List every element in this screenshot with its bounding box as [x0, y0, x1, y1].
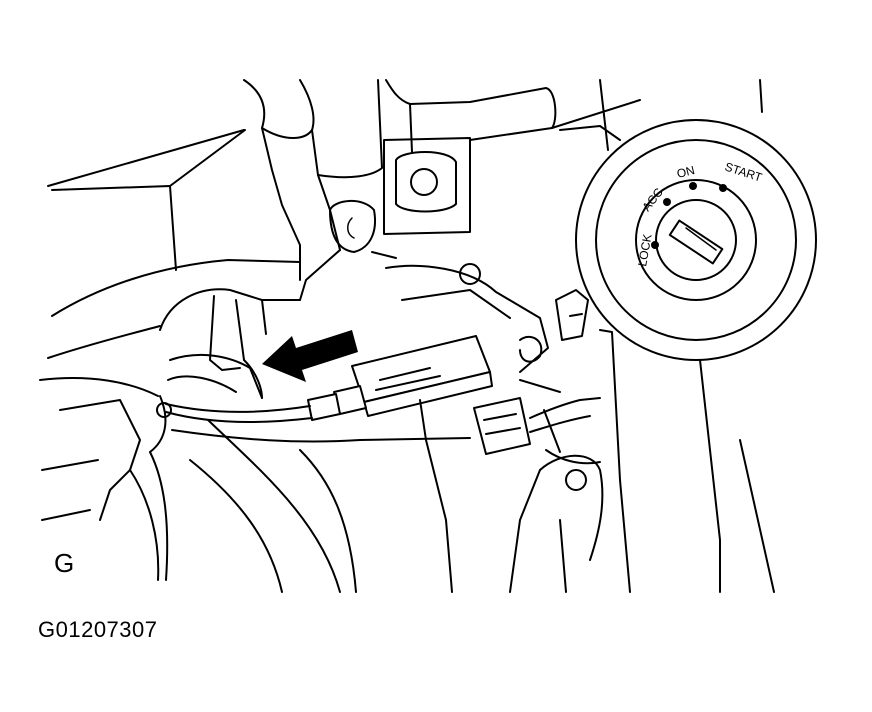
lower-cover — [171, 289, 775, 593]
right-panel-lines — [551, 79, 763, 151]
position-lock-label: LOCK — [635, 233, 654, 268]
position-on-label: ON — [675, 163, 696, 181]
figure-id: G01207307 — [38, 617, 158, 642]
harness-connector — [419, 397, 601, 593]
steering-column — [243, 79, 557, 301]
ignition-switch-body — [156, 263, 549, 423]
arrow-left-icon — [262, 330, 358, 382]
hand — [129, 288, 301, 581]
view-label: G — [54, 548, 75, 578]
dash-panel — [39, 129, 301, 521]
key-cylinder-icon: LOCK ACC ON START — [575, 119, 817, 361]
